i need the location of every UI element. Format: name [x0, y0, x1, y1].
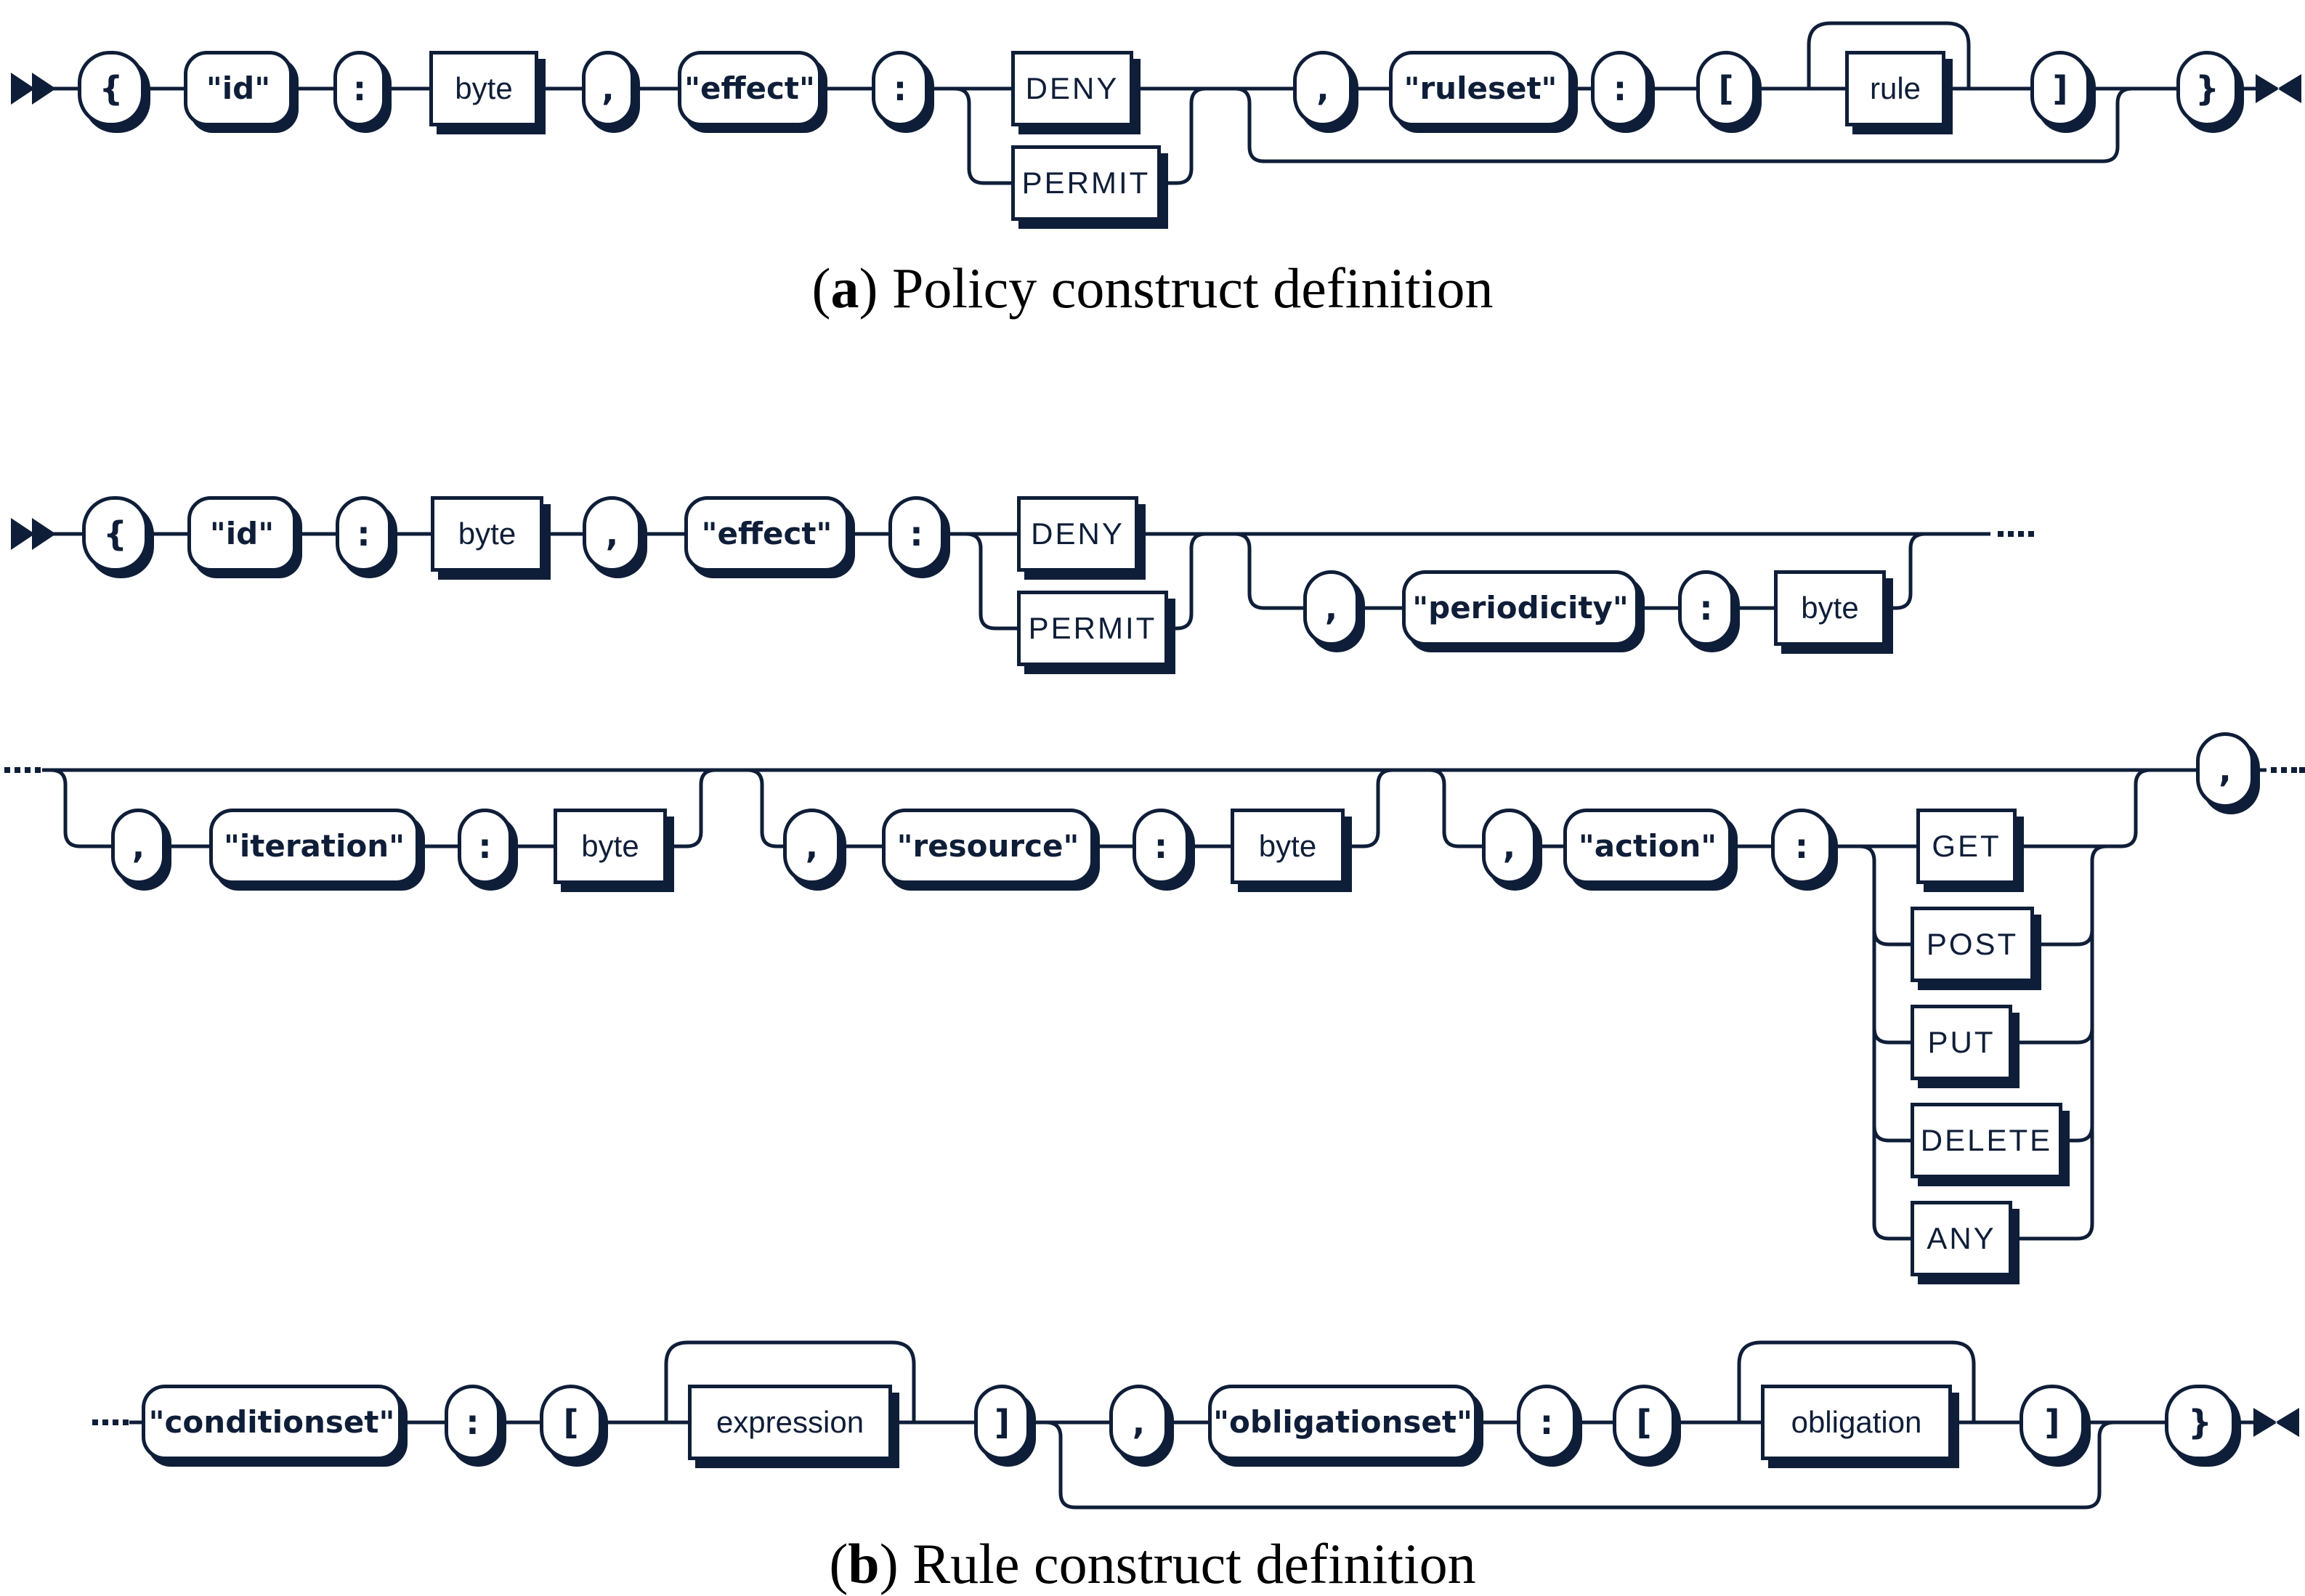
nonterminal-byte: byte	[1774, 570, 1886, 646]
terminal-comma: ,	[583, 496, 641, 572]
terminal-effect: "effect"	[678, 51, 822, 126]
nonterminal-byte: byte	[431, 496, 543, 572]
terminal-colon: :	[1771, 809, 1832, 884]
terminal-open-bracket: [	[1696, 51, 1756, 126]
terminal-iteration: "iteration"	[209, 809, 419, 884]
nonterminal-byte: byte	[554, 809, 667, 884]
terminal-comma: ,	[1109, 1385, 1168, 1460]
terminal-close-bracket: ]	[2020, 1385, 2085, 1460]
terminal-close-bracket: ]	[974, 1385, 1030, 1460]
nonterminal-deny: DENY	[1011, 51, 1133, 126]
terminal-obligationset: "obligationset"	[1208, 1385, 1478, 1460]
terminal-resource: "resource"	[882, 809, 1094, 884]
terminal-colon: :	[872, 51, 928, 126]
nonterminal-any: ANY	[1911, 1201, 2012, 1276]
terminal-colon: :	[1133, 809, 1189, 884]
nonterminal-obligation: obligation	[1761, 1385, 1952, 1460]
terminal-colon: :	[333, 51, 386, 126]
terminal-colon: :	[458, 809, 512, 884]
terminal-colon: :	[1517, 1385, 1576, 1460]
nonterminal-permit: PERMIT	[1017, 591, 1168, 666]
terminal-conditionset: "conditionset"	[142, 1385, 402, 1460]
nonterminal-byte: byte	[1231, 809, 1345, 884]
terminal-action: "action"	[1563, 809, 1732, 884]
nonterminal-rule: rule	[1845, 51, 1945, 126]
terminal-colon: :	[336, 496, 392, 572]
terminal-periodicity: "periodicity"	[1402, 570, 1639, 646]
nonterminal-post: POST	[1911, 907, 2034, 982]
caption-b: (b) Rule construct definition	[829, 1532, 1476, 1595]
nonterminal-permit: PERMIT	[1011, 145, 1161, 221]
nonterminal-delete: DELETE	[1911, 1103, 2062, 1178]
terminal-colon: :	[888, 496, 944, 572]
nonterminal-byte: byte	[429, 51, 538, 126]
caption-a: (a) Policy construct definition	[811, 256, 1494, 320]
terminal-colon: :	[445, 1385, 501, 1460]
terminal-id: "id"	[184, 51, 293, 126]
terminal-colon: :	[1591, 51, 1649, 126]
terminal-ruleset: "ruleset"	[1389, 51, 1572, 126]
terminal-comma: ,	[582, 51, 634, 126]
terminal-id: "id"	[187, 496, 296, 572]
nonterminal-put: PUT	[1911, 1005, 2012, 1080]
terminal-close-brace: }	[2176, 51, 2238, 126]
terminal-comma: ,	[1303, 570, 1359, 646]
terminal-close-brace: }	[2165, 1385, 2235, 1460]
terminal-open-brace: {	[78, 51, 145, 126]
terminal-open-bracket: [	[540, 1385, 602, 1460]
terminal-open-bracket: [	[1613, 1385, 1675, 1460]
nonterminal-get: GET	[1916, 809, 2017, 884]
terminal-colon: :	[1678, 570, 1734, 646]
terminal-comma: ,	[1482, 809, 1536, 884]
terminal-comma: ,	[1293, 51, 1353, 126]
nonterminal-deny: DENY	[1017, 496, 1138, 572]
terminal-close-bracket: ]	[2030, 51, 2090, 126]
terminal-comma: ,	[783, 809, 840, 884]
terminal-comma: ,	[2196, 732, 2254, 808]
terminal-comma: ,	[111, 809, 166, 884]
terminal-open-brace: {	[82, 496, 148, 572]
terminal-effect: "effect"	[684, 496, 849, 572]
nonterminal-expression: expression	[688, 1385, 892, 1460]
